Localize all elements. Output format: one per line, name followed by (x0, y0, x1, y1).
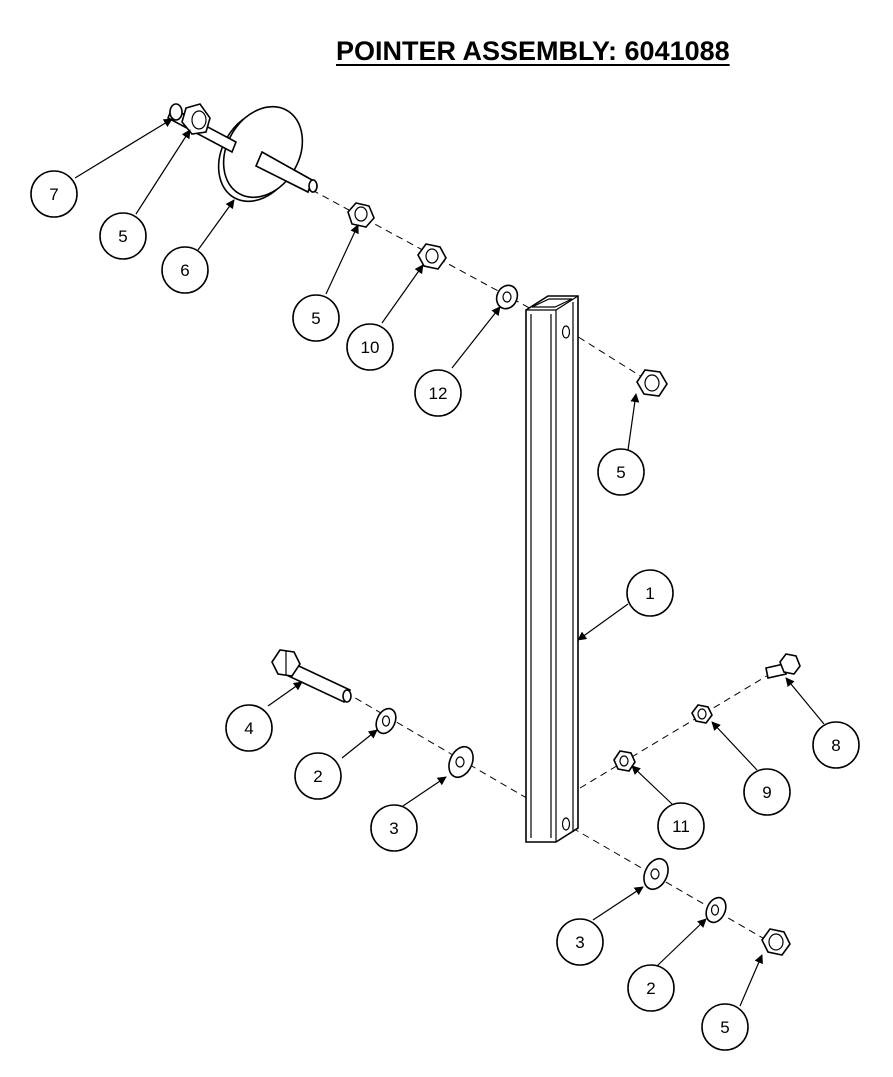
svg-text:9: 9 (762, 783, 771, 802)
svg-text:2: 2 (646, 979, 655, 998)
small-nut (691, 704, 713, 724)
callout-2: 2 (294, 752, 342, 800)
svg-text:5: 5 (720, 1018, 729, 1037)
small-lock-nut (613, 750, 636, 772)
lock-nut-upper (417, 243, 447, 270)
svg-text:11: 11 (672, 817, 690, 836)
callout-3: 3 (556, 918, 604, 966)
svg-text:7: 7 (49, 185, 58, 204)
svg-text:3: 3 (389, 819, 398, 838)
svg-text:12: 12 (429, 384, 448, 403)
flat-washer-lower-left (448, 745, 474, 779)
svg-text:5: 5 (311, 309, 320, 328)
callout-8: 8 (812, 721, 860, 769)
pointer-bolt (166, 103, 238, 154)
svg-text:8: 8 (831, 736, 840, 755)
diagram-title: POINTER ASSEMBLY: 6041088 (336, 36, 730, 66)
callout-6: 6 (161, 246, 209, 294)
leader-lines (74, 118, 825, 1007)
pointer-disc (217, 105, 318, 203)
long-bolt (271, 649, 352, 704)
callout-5: 5 (597, 448, 645, 496)
svg-text:5: 5 (118, 227, 127, 246)
callout-1: 1 (626, 569, 674, 617)
hex-nut-upper-2 (636, 369, 668, 397)
callout-3: 3 (370, 804, 418, 852)
square-tube-post (525, 295, 579, 843)
callout-12: 12 (414, 369, 462, 417)
svg-text:10: 10 (361, 338, 380, 357)
callout-7: 7 (30, 170, 78, 218)
small-bolt (765, 653, 801, 679)
svg-text:5: 5 (616, 463, 625, 482)
callout-10: 10 (346, 323, 394, 371)
callout-9: 9 (743, 768, 791, 816)
callout-4: 4 (225, 704, 273, 752)
svg-text:6: 6 (180, 261, 189, 280)
washer-lower-left (375, 707, 397, 735)
flat-washer-lower-right (643, 857, 669, 891)
callout-11: 11 (657, 802, 705, 850)
callout-5: 5 (701, 1003, 749, 1051)
svg-text:2: 2 (313, 767, 322, 786)
hex-nut-upper-1 (347, 202, 375, 228)
callout-2: 2 (627, 964, 675, 1012)
callout-5: 5 (292, 294, 340, 342)
washer-lower-right (705, 896, 727, 924)
svg-text:1: 1 (645, 584, 654, 603)
svg-text:3: 3 (575, 933, 584, 952)
washer-upper (495, 284, 519, 310)
callout-5: 5 (99, 212, 147, 260)
svg-text:4: 4 (244, 719, 253, 738)
hex-nut-lower-right (761, 928, 791, 956)
